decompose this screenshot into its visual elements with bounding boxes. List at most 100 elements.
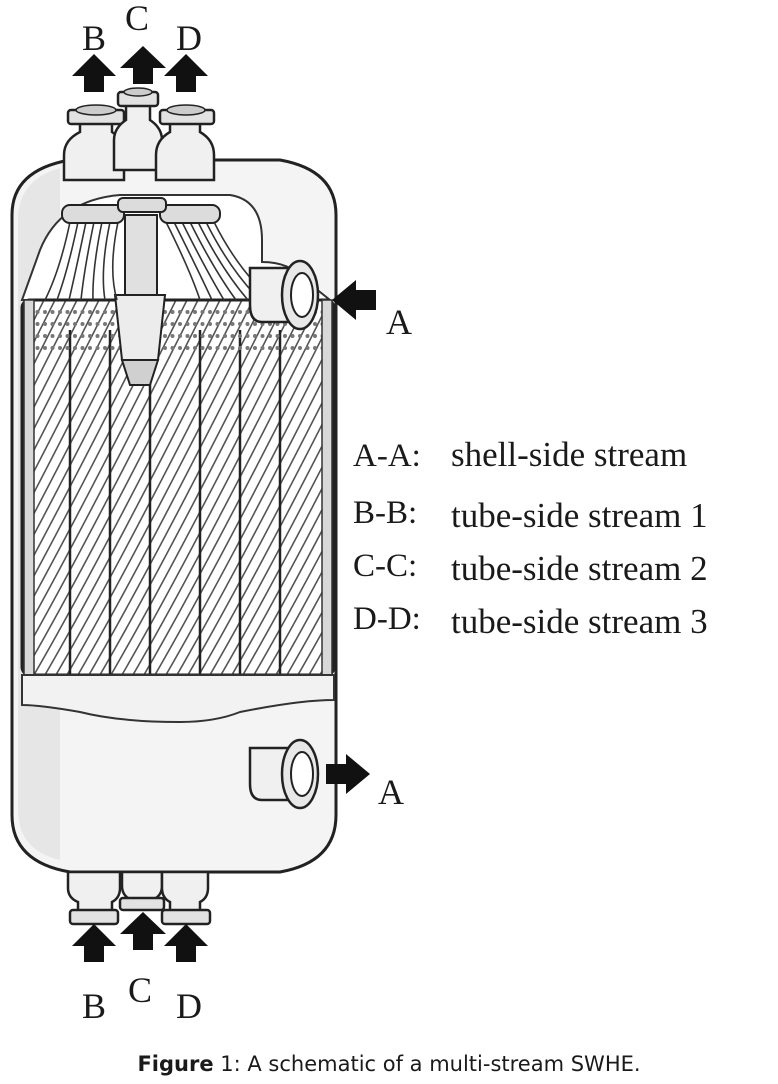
tube-end (185, 346, 190, 350)
riser-tube (173, 221, 213, 301)
tube-end (170, 310, 175, 314)
riser-tube (165, 221, 201, 301)
tube-end (185, 334, 190, 338)
coil-tube (272, 300, 334, 675)
label-shell-outlet: A (378, 772, 404, 812)
tube-end (200, 310, 205, 314)
side-bar-left (23, 299, 35, 676)
tube-end (95, 310, 100, 314)
shell-outlet-nozzle (248, 738, 320, 810)
tube-end (208, 334, 212, 338)
legend-text-cc: tube-side stream 2 (451, 549, 708, 588)
tube-end (208, 310, 212, 314)
tube-end (65, 310, 70, 314)
coil-tube (52, 300, 254, 675)
legend-key-cc: C-C: (353, 548, 417, 584)
coil-tube (22, 300, 111, 675)
riser-tube (102, 221, 111, 301)
tube-end (238, 334, 242, 338)
tube-end (215, 310, 220, 314)
tube-end (110, 346, 115, 350)
coil-tube (85, 300, 287, 675)
label-top-d: D (176, 18, 202, 58)
tube-end (110, 334, 115, 338)
tube-end (80, 346, 85, 350)
tube-end (58, 310, 62, 314)
coil-tube (140, 300, 334, 675)
tube-end (223, 346, 227, 350)
label-top-b: B (82, 18, 106, 58)
tube-end (238, 346, 242, 350)
tube-end (178, 334, 182, 338)
arrow-up-d-out-icon (164, 54, 208, 92)
arrow-left-a-in-icon (332, 280, 376, 320)
tube-end (35, 334, 40, 338)
tube-end (238, 310, 242, 314)
tube-end (193, 334, 197, 338)
coil-tube (30, 300, 232, 675)
tube-end (88, 334, 92, 338)
coil-tube (22, 300, 133, 675)
tube-end (163, 322, 167, 326)
cutaway-edge-bottom (21, 674, 335, 724)
tube-end (185, 310, 190, 314)
legend-text-dd: tube-side stream 3 (451, 602, 708, 641)
coil-tube (228, 300, 334, 675)
tube-end (298, 346, 302, 350)
label-bottom-b: B (82, 986, 106, 1026)
tube-end (208, 346, 212, 350)
tube-end (95, 346, 100, 350)
tube-end (185, 322, 190, 326)
tube-end (103, 346, 107, 350)
tube-end (73, 310, 77, 314)
tube-end (80, 310, 85, 314)
arrow-up-c-out-icon (120, 46, 166, 84)
coil-tube (294, 300, 334, 675)
tube-end (238, 322, 242, 326)
legend-key-bb: B-B: (353, 495, 417, 531)
tube-end (313, 346, 317, 350)
coil-tube (261, 300, 334, 675)
tube-end (178, 346, 182, 350)
riser-tube (111, 221, 119, 301)
coil-tube (41, 300, 243, 675)
tube-end (50, 334, 55, 338)
coil-tube (107, 300, 309, 675)
tube-end (313, 322, 317, 326)
tube-end (275, 346, 280, 350)
legend-text-aa: shell-side stream (451, 435, 687, 474)
tube-end (58, 346, 62, 350)
tube-end (35, 310, 40, 314)
legend-key-aa: A-A: (353, 438, 421, 474)
tube-end (305, 346, 310, 350)
bottom-nozzle-d (160, 870, 212, 926)
tube-end (245, 322, 250, 326)
shell-inlet-nozzle (248, 259, 320, 331)
figure-caption: Figure 1: A schematic of a multi-stream … (0, 1052, 778, 1076)
top-tube-sheets (61, 197, 221, 224)
coil-tube (22, 300, 100, 675)
tube-end (223, 310, 227, 314)
coil-tube (96, 300, 298, 675)
coil-tube (283, 300, 334, 675)
coil-tube (22, 300, 199, 675)
tube-end (290, 334, 295, 338)
tube-end (245, 334, 250, 338)
tube-end (208, 322, 212, 326)
coil-tube (151, 300, 334, 675)
tube-end (230, 322, 235, 326)
tube-end (230, 310, 235, 314)
tube-end (103, 322, 107, 326)
legend-key-dd: D-D: (353, 601, 421, 637)
bottom-nozzle-b (66, 870, 122, 926)
tube-end (43, 322, 47, 326)
riser-tube (197, 221, 249, 301)
tube-end (43, 334, 47, 338)
tube-end (253, 334, 257, 338)
tube-end (35, 346, 40, 350)
tube-end (35, 322, 40, 326)
arrow-up-b-out-icon (72, 54, 116, 92)
side-bar-right (321, 299, 333, 676)
coil-tube (22, 300, 221, 675)
